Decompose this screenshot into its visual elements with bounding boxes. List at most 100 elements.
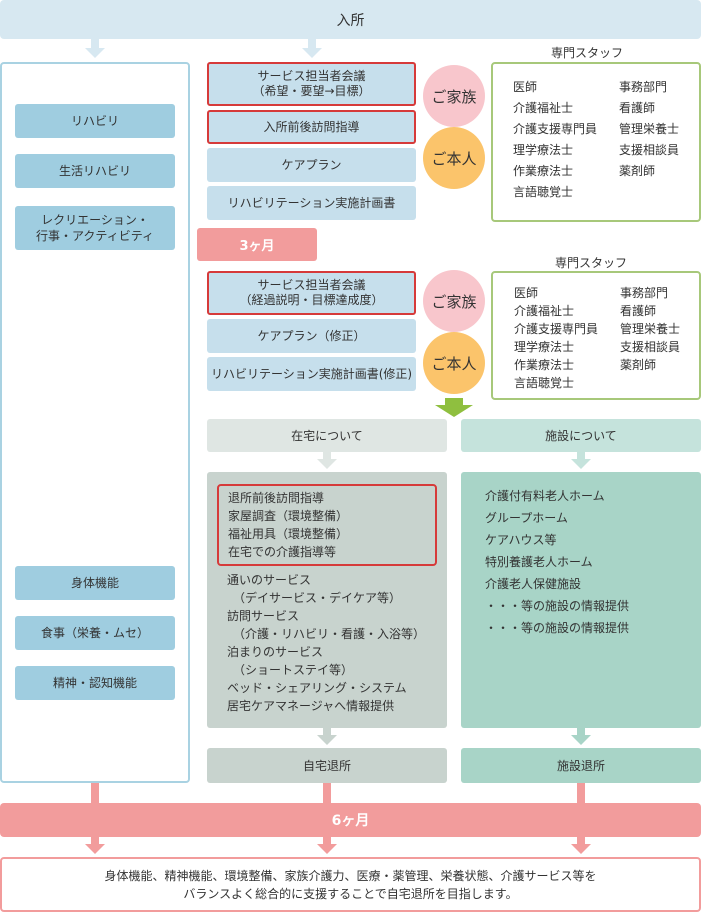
staff-member: ベッド・シェアリング・システム (227, 681, 407, 695)
home-highlighted-box: 退所前後訪問指導家屋調査（環境整備） 福祉用具（環境整備） 在宅での介護指導等 (217, 484, 437, 566)
staff-member: （ショートステイ等） (227, 663, 354, 677)
staff-member: 言語聴覚士 (514, 376, 575, 390)
staff-member: 看護師 (619, 101, 656, 115)
staff-member: 介護老人保健施設 (485, 577, 582, 591)
arrow-6m-right (571, 837, 591, 854)
staff-member: 管理栄養士 (619, 122, 680, 136)
arrow-6m-left (85, 837, 105, 854)
staff-member: ・・・等の施設の情報提供 (485, 621, 630, 635)
family-circle-2: ご家族 (423, 270, 485, 332)
staff-box-2: 医師介護福祉士介護支援専門員理学療法士作業療法士言語聴覚士 事務部門看護師管理栄… (491, 271, 701, 400)
staff-member: （介護・リハビリ・看護・入浴等） (227, 627, 426, 641)
milestone-3-months: 3ヶ月 (197, 228, 317, 261)
self-label-1: ご本人 (431, 149, 477, 168)
staff-member: 薬剤師 (620, 358, 657, 372)
facility-exit-box: 施設退所 (461, 748, 701, 783)
staff-member: 特別養護老人ホーム (485, 555, 593, 569)
facility-services-list: 介護付有料老人ホームグループホームケアハウス等特別養護老人ホーム介護老人保健施設… (485, 485, 629, 639)
home-exit-label: 自宅退所 (302, 759, 351, 773)
arrow-admission-center (302, 39, 322, 58)
arrow-home-1 (317, 452, 337, 469)
left-item: レクリエーション・ 行事・アクティビティ (15, 206, 175, 250)
staff-member: （デイサービス・デイケア等） (227, 591, 402, 605)
staff-member: 介護福祉士 (513, 101, 574, 115)
staff-member: 薬剤師 (619, 164, 656, 178)
staff-member: 介護支援専門員 (514, 322, 599, 336)
staff-member: 作業療法士 (513, 164, 574, 178)
staff-member: 居宅ケアマネージャへ情報提供 (227, 699, 395, 713)
left-item: リハビリ (15, 104, 175, 138)
summary-box: 身体機能、精神機能、環境整備、家族介護力、医療・薬管理、栄養状態、介護サービス等… (0, 857, 701, 912)
staff-list-left-2: 医師介護福祉士介護支援専門員理学療法士作業療法士言語聴覚士 (514, 284, 598, 392)
self-circle-1: ご本人 (423, 127, 485, 189)
left-item: 精神・認知機能 (15, 666, 175, 700)
staff-member: 介護福祉士 (514, 304, 575, 318)
staff-member: 介護支援専門員 (513, 122, 598, 136)
facility-section-title: 施設について (545, 429, 617, 443)
family-label-1: ご家族 (431, 87, 477, 106)
left-item: 食事（栄養・ムセ） (15, 616, 175, 650)
arrow-home-2 (317, 728, 337, 745)
family-circle-1: ご家族 (423, 65, 485, 127)
staff-member: 医師 (514, 286, 539, 300)
self-label-2: ご本人 (431, 354, 477, 373)
phase1-box: ケアプラン (207, 148, 416, 182)
arrow-facility-1 (571, 452, 591, 469)
home-exit-box: 自宅退所 (207, 748, 447, 783)
staff-member: ・・・等の施設の情報提供 (485, 599, 630, 613)
staff-member: 訪問サービス (227, 609, 300, 623)
home-services-list: 通いのサービス （デイサービス・デイケア等） 訪問サービス （介護・リハビリ・看護… (227, 571, 425, 715)
self-circle-2: ご本人 (423, 332, 485, 394)
arrow-admission-left (85, 39, 105, 58)
phase1-box: 入所前後訪問指導 (207, 110, 416, 144)
phase1-box: サービス担当者会議 （希望・要望→目標） (207, 62, 416, 106)
staff-member: 介護付有料老人ホーム (485, 489, 605, 503)
facility-services-panel: 介護付有料老人ホームグループホームケアハウス等特別養護老人ホーム介護老人保健施設… (461, 472, 701, 728)
admission-header: 入所 (0, 0, 701, 39)
staff-member: 福祉用具（環境整備） (228, 527, 349, 541)
staff-list-right-1: 事務部門看護師管理栄養士支援相談員薬剤師 (619, 77, 679, 182)
staff-member: 支援相談員 (620, 340, 681, 354)
arrow-facility-2 (571, 728, 591, 745)
staff-member: 事務部門 (620, 286, 669, 300)
phase2-box: サービス担当者会議 （経過説明・目標達成度） (207, 271, 416, 315)
staff-member: 事務部門 (619, 80, 668, 94)
home-section-header: 在宅について (207, 419, 447, 452)
green-down-arrow-icon (435, 398, 473, 417)
facility-section-header: 施設について (461, 419, 701, 452)
summary-line-2: バランスよく総合的に支援することで自宅退所を目指します。 (183, 886, 518, 901)
staff-title-2: 専門スタッフ (555, 256, 628, 270)
summary-line-1: 身体機能、精神機能、環境整備、家族介護力、医療・薬管理、栄養状態、介護サービス等… (104, 868, 597, 883)
staff-box-1: 医師介護福祉士介護支援専門員理学療法士作業療法士言語聴覚士 事務部門看護師管理栄… (491, 62, 701, 222)
milestone-3-months-label: 3ヶ月 (239, 239, 275, 254)
staff-member: ケアハウス等 (485, 533, 557, 547)
home-section-title: 在宅について (291, 429, 363, 443)
staff-list-right-2: 事務部門看護師管理栄養士支援相談員薬剤師 (620, 284, 680, 374)
admission-label: 入所 (336, 12, 365, 29)
staff-member: 退所前後訪問指導 (228, 491, 325, 505)
staff-member: 看護師 (620, 304, 657, 318)
left-item: 生活リハビリ (15, 154, 175, 188)
staff-member: 通いのサービス (227, 573, 312, 587)
facility-exit-label: 施設退所 (556, 759, 605, 773)
family-label-2: ご家族 (431, 292, 477, 311)
staff-list-left-1: 医師介護福祉士介護支援専門員理学療法士作業療法士言語聴覚士 (513, 77, 597, 203)
staff-member: 家屋調査（環境整備） (228, 509, 349, 523)
staff-member: 在宅での介護指導等 (228, 545, 337, 559)
home-services-panel: 退所前後訪問指導家屋調査（環境整備） 福祉用具（環境整備） 在宅での介護指導等 通い… (207, 472, 447, 728)
home-highlighted-list: 退所前後訪問指導家屋調査（環境整備） 福祉用具（環境整備） 在宅での介護指導等 (228, 489, 348, 561)
staff-member: 理学療法士 (513, 143, 574, 157)
phase1-box: リハビリテーション実施計画書 (207, 186, 416, 220)
milestone-6-months: 6ヶ月 (0, 803, 701, 837)
arrow-6m-center (317, 837, 337, 854)
staff-member: 医師 (513, 80, 538, 94)
connector-left (91, 783, 99, 803)
staff-member: グループホーム (485, 511, 568, 525)
staff-member: 管理栄養士 (620, 322, 681, 336)
staff-member: 理学療法士 (514, 340, 575, 354)
phase2-box: ケアプラン（修正） (207, 319, 416, 353)
phase2-box: リハビリテーション実施計画書(修正) (207, 357, 416, 391)
staff-member: 作業療法士 (514, 358, 575, 372)
connector-home (323, 783, 331, 803)
staff-member: 泊まりのサービス (227, 645, 324, 659)
